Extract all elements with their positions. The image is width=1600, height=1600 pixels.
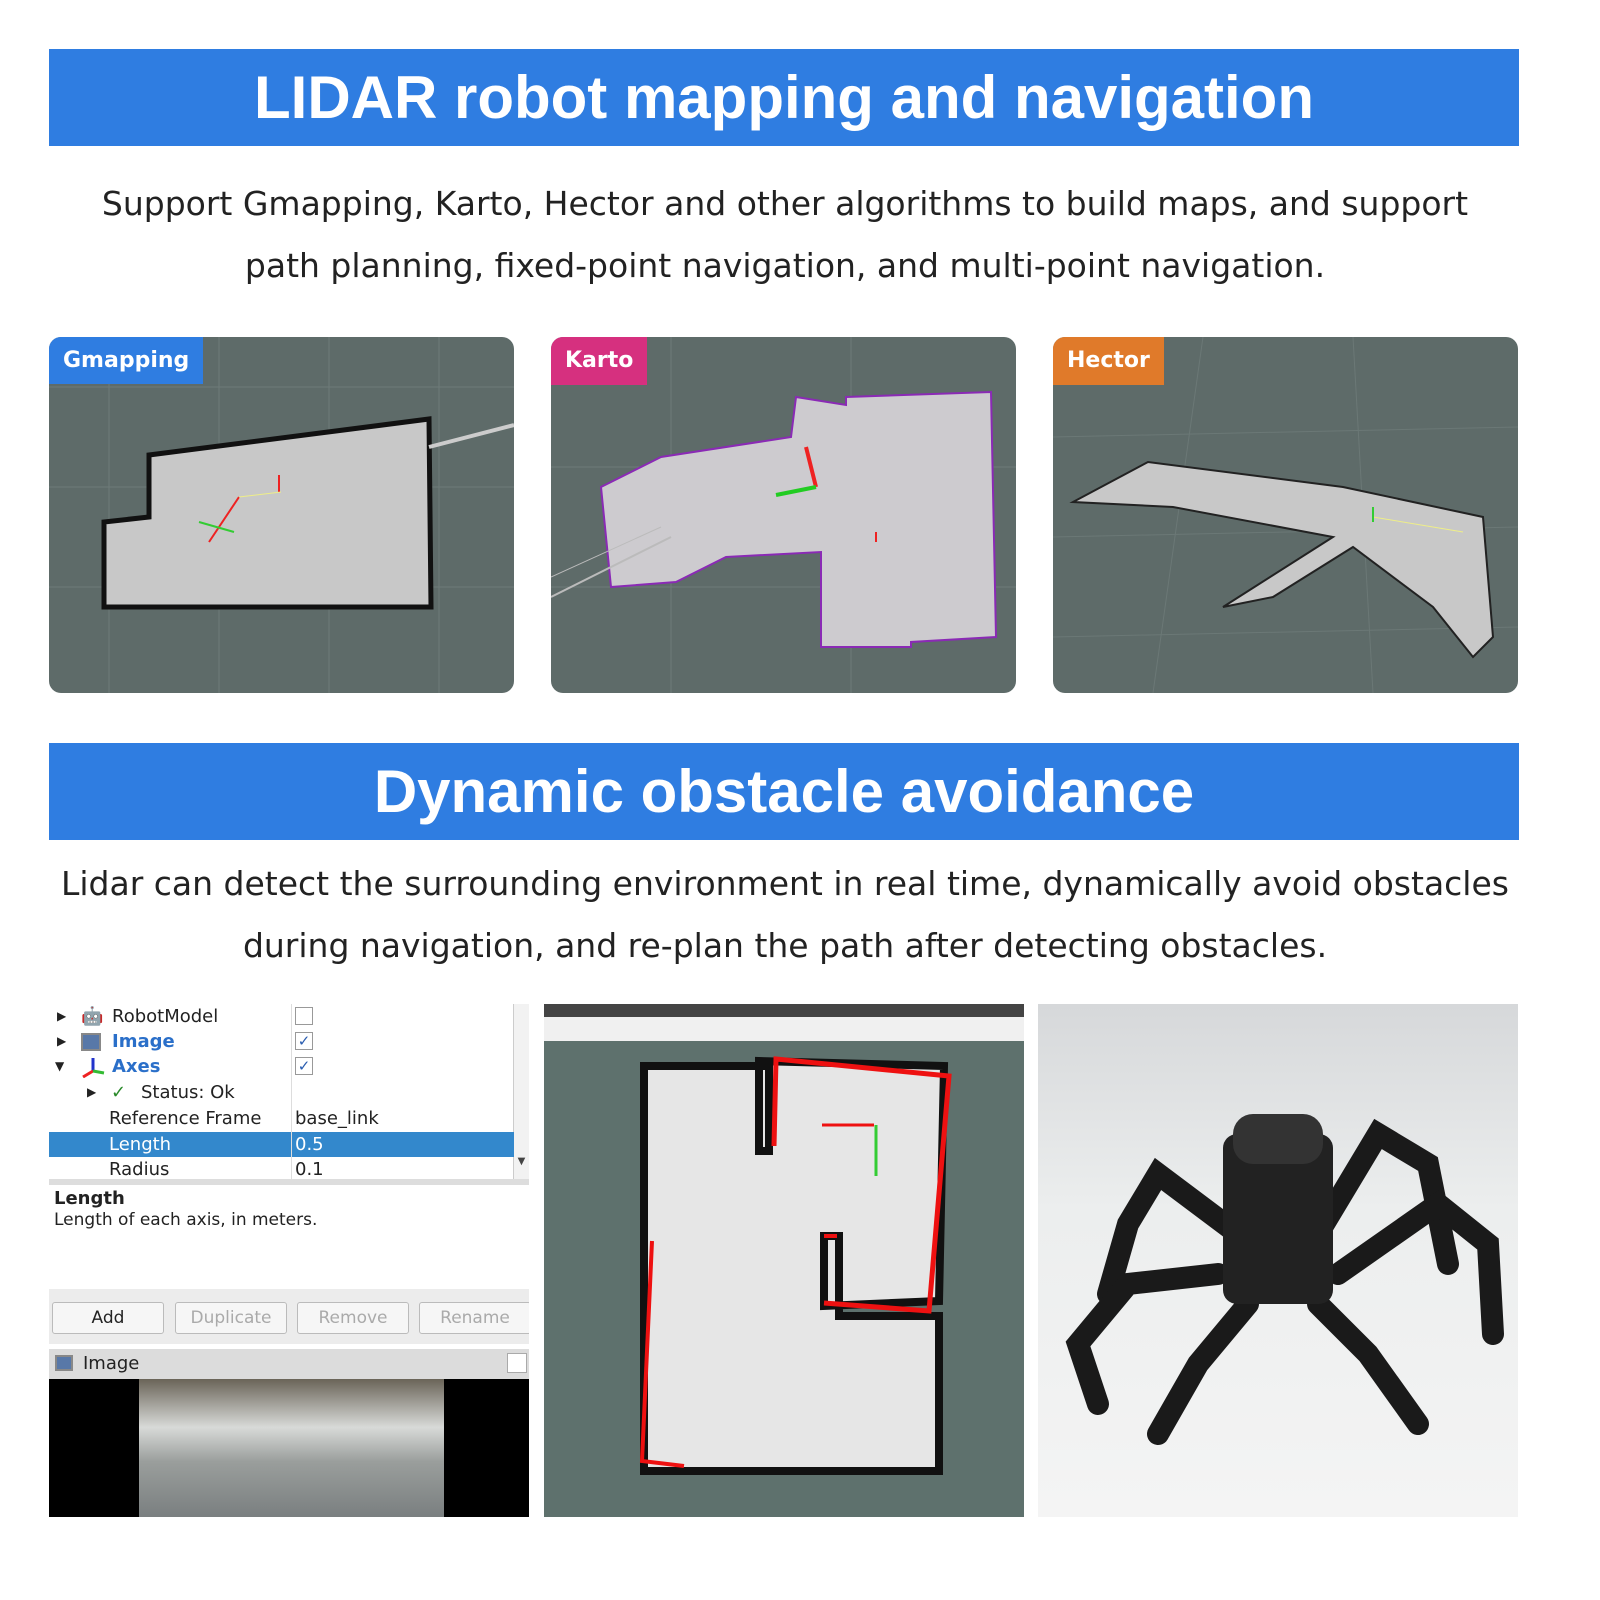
check-icon: ✓ bbox=[111, 1082, 127, 1103]
scrollbar[interactable]: ▼ bbox=[514, 1004, 529, 1179]
gmapping-map bbox=[49, 337, 514, 693]
splitter[interactable] bbox=[49, 1179, 529, 1185]
image-panel-title: Image bbox=[83, 1353, 140, 1374]
navigation-map bbox=[639, 1056, 952, 1475]
duplicate-button[interactable]: Duplicate bbox=[175, 1302, 287, 1334]
property-name: Length bbox=[109, 1134, 172, 1155]
display-axes[interactable]: ▼ Axes ✓ bbox=[49, 1054, 514, 1079]
float-button[interactable] bbox=[507, 1353, 527, 1373]
gmapping-label: Gmapping bbox=[49, 337, 204, 384]
checkbox-image[interactable]: ✓ bbox=[295, 1032, 313, 1050]
image-icon bbox=[81, 1033, 101, 1051]
displays-tree: ▶ 🤖 RobotModel ▶ Image ✓ ▼ Axes ✓ ▶ ✓ Status: Ok… bbox=[49, 1004, 514, 1179]
property-value[interactable]: 0.1 bbox=[295, 1159, 324, 1177]
camera-image bbox=[139, 1379, 444, 1517]
checkbox-axes[interactable]: ✓ bbox=[295, 1057, 313, 1075]
hexapod-robot-photo bbox=[1038, 1004, 1518, 1517]
axes-icon bbox=[82, 1058, 105, 1078]
section2-title: Dynamic obstacle avoidance bbox=[49, 743, 1519, 840]
hexapod-robot-illustration bbox=[1065, 1114, 1504, 1445]
expand-arrow-icon[interactable]: ▶ bbox=[57, 1009, 67, 1023]
hector-map bbox=[1053, 337, 1518, 693]
image-icon bbox=[55, 1355, 73, 1371]
help-text: Length of each axis, in meters. bbox=[54, 1210, 318, 1230]
expand-arrow-icon[interactable]: ▶ bbox=[87, 1085, 97, 1099]
column-divider bbox=[291, 1004, 292, 1179]
hector-label: Hector bbox=[1053, 337, 1164, 385]
rviz-displays-panel: ▶ 🤖 RobotModel ▶ Image ✓ ▼ Axes ✓ ▶ ✓ Status: Ok… bbox=[49, 1004, 529, 1517]
checkbox-robotmodel[interactable] bbox=[295, 1007, 313, 1025]
hector-panel: Hector bbox=[1053, 337, 1518, 693]
remove-button[interactable]: Remove bbox=[297, 1302, 409, 1334]
status-row[interactable]: ▶ ✓ Status: Ok bbox=[49, 1080, 514, 1105]
property-value[interactable]: base_link bbox=[295, 1108, 379, 1129]
property-length[interactable]: Length 0.5 bbox=[49, 1132, 514, 1157]
window-titlebar bbox=[544, 1004, 1024, 1017]
karto-map bbox=[551, 337, 1016, 693]
property-value[interactable]: 0.5 bbox=[295, 1134, 324, 1155]
karto-label: Karto bbox=[551, 337, 648, 385]
rename-button[interactable]: Rename bbox=[419, 1302, 529, 1334]
section2-description: Lidar can detect the surrounding environ… bbox=[61, 864, 1509, 965]
navigation-map-panel bbox=[544, 1004, 1024, 1517]
display-robotmodel[interactable]: ▶ 🤖 RobotModel bbox=[49, 1004, 514, 1029]
rviz-toolbar[interactable] bbox=[544, 1017, 1024, 1041]
section1-description: Support Gmapping, Karto, Hector and othe… bbox=[101, 184, 1469, 285]
property-name: Radius bbox=[109, 1159, 170, 1177]
collapse-arrow-icon[interactable]: ▼ bbox=[55, 1059, 65, 1073]
display-label: Axes bbox=[112, 1056, 161, 1077]
status-text: Status: Ok bbox=[141, 1082, 235, 1103]
property-name: Reference Frame bbox=[109, 1108, 262, 1129]
property-radius[interactable]: Radius 0.1 bbox=[49, 1157, 514, 1177]
camera-view bbox=[49, 1379, 529, 1517]
gmapping-panel: Gmapping bbox=[49, 337, 514, 693]
image-panel-header: Image bbox=[49, 1349, 529, 1379]
display-image[interactable]: ▶ Image ✓ bbox=[49, 1029, 514, 1054]
property-reference-frame[interactable]: Reference Frame base_link bbox=[49, 1106, 514, 1131]
karto-panel: Karto bbox=[551, 337, 1016, 693]
display-label: Image bbox=[112, 1031, 175, 1052]
add-button[interactable]: Add bbox=[52, 1302, 164, 1334]
display-label: RobotModel bbox=[112, 1006, 219, 1027]
robot-icon: 🤖 bbox=[81, 1006, 104, 1027]
help-title: Length bbox=[54, 1188, 125, 1209]
expand-arrow-icon[interactable]: ▶ bbox=[57, 1034, 67, 1048]
section1-title: LIDAR robot mapping and navigation bbox=[49, 49, 1519, 146]
